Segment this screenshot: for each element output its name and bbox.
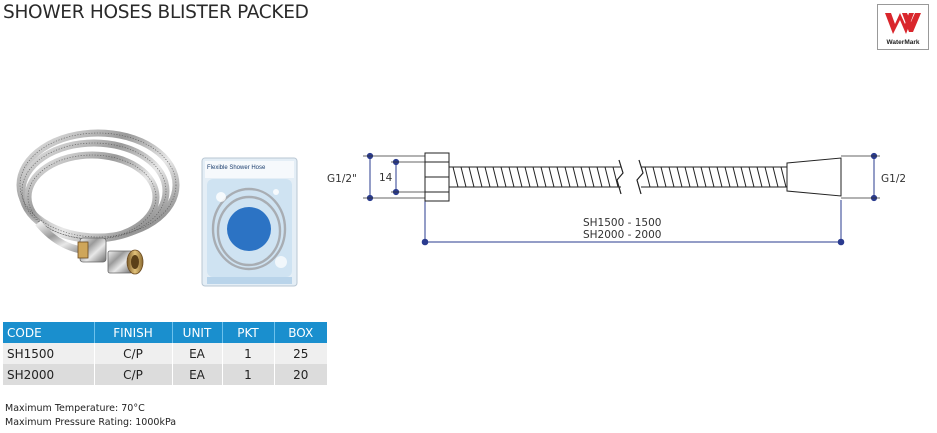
cell-pkt: 1 bbox=[221, 364, 274, 385]
watermark-logo-icon bbox=[885, 13, 921, 34]
page-title: SHOWER HOSES BLISTER PACKED bbox=[3, 2, 309, 23]
cell-finish: C/P bbox=[93, 343, 172, 364]
blister-pack-photo: Flexible Shower Hose bbox=[201, 157, 298, 287]
blister-pack-graphic bbox=[201, 157, 298, 287]
shower-hose-photo bbox=[16, 129, 180, 275]
hose-end-fitting-icon bbox=[786, 157, 842, 197]
column-header-code: CODE bbox=[3, 322, 94, 343]
watermark-logo-text: WaterMark bbox=[886, 39, 920, 46]
length-label-sh2000: SH2000 - 2000 bbox=[583, 229, 661, 241]
dimension-dot-icon bbox=[421, 238, 429, 246]
cell-unit: EA bbox=[171, 364, 222, 385]
column-header-pkt: PKT bbox=[221, 322, 274, 343]
left-thread-label: G1/2" bbox=[327, 173, 357, 185]
cell-code: SH1500 bbox=[3, 343, 94, 364]
product-spec-table: CODE FINISH UNIT PKT BOX SH1500 C/P EA 1… bbox=[3, 322, 327, 385]
cell-unit: EA bbox=[171, 343, 222, 364]
column-header-box: BOX bbox=[273, 322, 327, 343]
max-pressure-note: Maximum Pressure Rating: 1000kPa bbox=[5, 417, 177, 428]
cell-box: 20 bbox=[273, 364, 327, 385]
max-temperature-note: Maximum Temperature: 70°C bbox=[5, 403, 145, 414]
blister-pack-label: Flexible Shower Hose bbox=[207, 165, 266, 171]
length-label-sh1500: SH1500 - 1500 bbox=[583, 217, 661, 229]
cell-pkt: 1 bbox=[221, 343, 274, 364]
table-header-row: CODE FINISH UNIT PKT BOX bbox=[3, 322, 327, 343]
table-row: SH1500 C/P EA 1 25 bbox=[3, 343, 327, 364]
cell-box: 25 bbox=[273, 343, 327, 364]
nut-size-label: 14 bbox=[379, 172, 393, 184]
break-symbol-icon bbox=[616, 159, 644, 195]
watermark-logo: WaterMark bbox=[877, 4, 929, 50]
right-thread-label: G1/2" bbox=[881, 173, 905, 185]
cell-finish: C/P bbox=[93, 364, 172, 385]
column-header-unit: UNIT bbox=[171, 322, 222, 343]
dimension-dot-icon bbox=[837, 238, 845, 246]
cell-code: SH2000 bbox=[3, 364, 94, 385]
table-row: SH2000 C/P EA 1 20 bbox=[3, 364, 327, 385]
hose-dimension-diagram: G1/2" 14 G1/2" SH1500 - 1500 SH2000 - 20… bbox=[327, 152, 905, 246]
hose-corrugation bbox=[449, 166, 787, 188]
hex-nut-icon bbox=[424, 152, 450, 202]
column-header-finish: FINISH bbox=[93, 322, 172, 343]
